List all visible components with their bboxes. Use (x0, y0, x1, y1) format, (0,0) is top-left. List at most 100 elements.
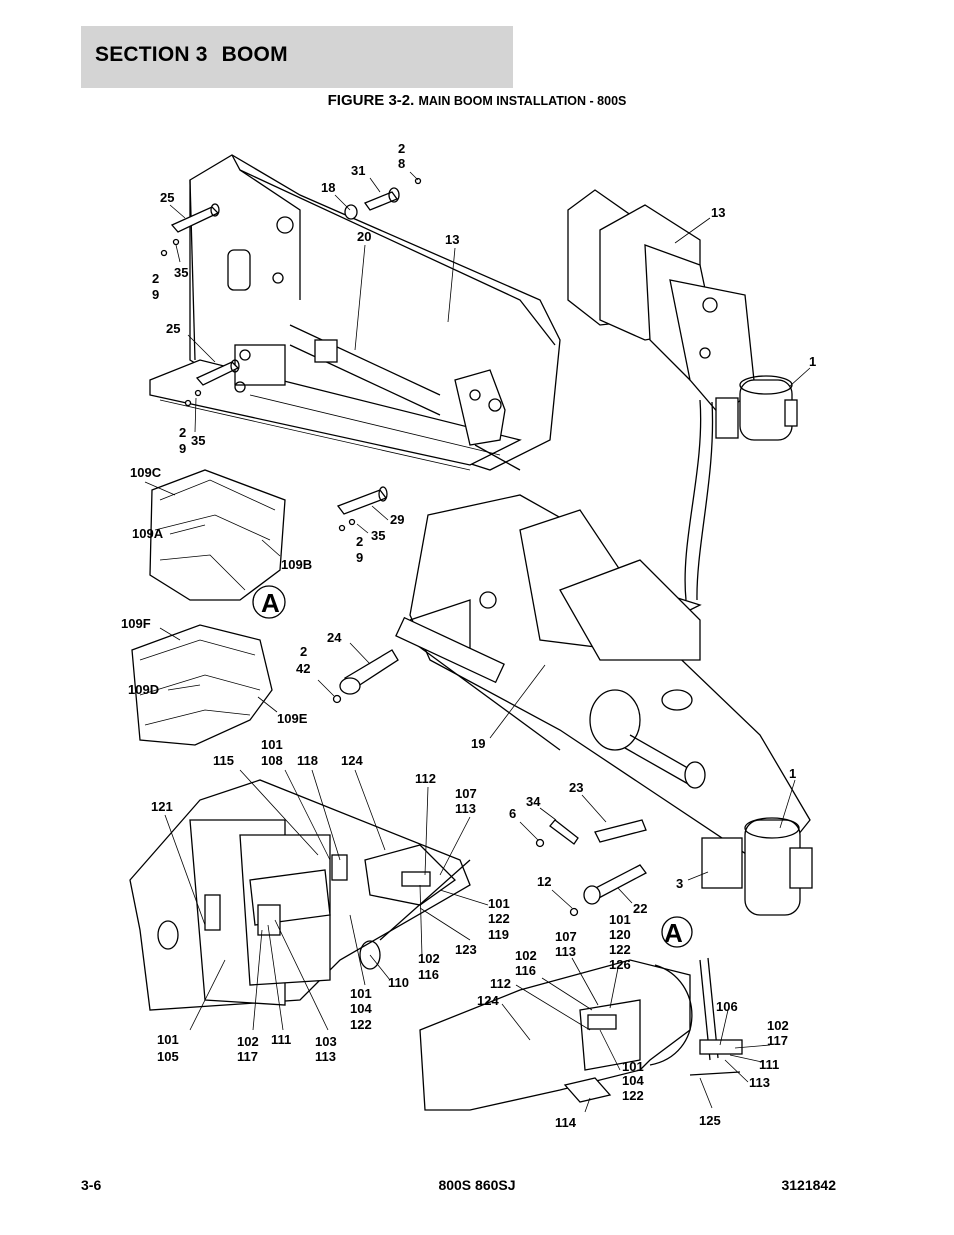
callout: 126 (609, 957, 631, 972)
callout: 122 (488, 911, 510, 926)
callout: 19 (471, 736, 485, 751)
callout: 2 (356, 534, 363, 549)
callout: 121 (151, 799, 173, 814)
model-label: 800S 860SJ (438, 1177, 516, 1193)
callout: 101 (609, 912, 631, 927)
callouts-bottom-left: 115 101 108 118 124 121 112 107 113 101 … (151, 737, 510, 1064)
callout: 109E (277, 711, 308, 726)
callout: 13 (445, 232, 459, 247)
callout: 111 (271, 1032, 291, 1047)
callout: 31 (351, 163, 365, 178)
callout: 35 (191, 433, 205, 448)
callout: 101 (157, 1032, 179, 1047)
callout: 101 (261, 737, 283, 752)
callout: 101 (488, 896, 510, 911)
callout: 113 (555, 944, 576, 959)
callout: 8 (398, 156, 405, 171)
callout: 1 (809, 354, 816, 369)
callout: 114 (555, 1115, 577, 1130)
boom-head-assembly (567, 189, 798, 441)
detail-a-label: A (261, 588, 280, 618)
callout: 102 (767, 1018, 789, 1033)
callout: 1 (789, 766, 796, 781)
callout: 109B (281, 557, 312, 572)
callout: 13 (711, 205, 725, 220)
callout: 101 (350, 986, 372, 1001)
main-boom-section (395, 494, 813, 916)
callout: 34 (526, 794, 541, 809)
callout: 110 (388, 975, 409, 990)
callout: 2 (152, 271, 159, 286)
callout: 12 (537, 874, 551, 889)
callouts-top-right: 13 1 (711, 205, 816, 369)
callouts-top-left: 25 35 2 9 25 2 9 35 18 31 2 8 20 13 (152, 141, 459, 456)
callout: 104 (622, 1073, 644, 1088)
callout: 24 (327, 630, 342, 645)
callout: 25 (160, 190, 174, 205)
callout: 124 (477, 993, 499, 1008)
callout: 115 (213, 753, 234, 768)
callout: 102 (418, 951, 440, 966)
detail-a-marker-1: A (252, 585, 286, 619)
figure-title: FIGURE 3-2. MAIN BOOM INSTALLATION - 800… (0, 92, 954, 109)
callouts-middle: 29 35 2 9 24 2 42 19 1 23 34 6 3 12 22 (296, 512, 796, 916)
section-label: SECTION 3 (95, 43, 208, 66)
callout: 125 (699, 1113, 721, 1128)
detail-a-section: A (419, 916, 743, 1111)
callout: 6 (509, 806, 516, 821)
callout: 112 (490, 976, 511, 991)
callout: 107 (455, 786, 477, 801)
cable-chain-upper (149, 469, 286, 601)
pins-top-left (160, 177, 422, 407)
callout: 104 (350, 1001, 372, 1016)
callout: 113 (455, 801, 476, 816)
figure-caption: MAIN BOOM INSTALLATION - 800S (418, 94, 627, 108)
callout: 35 (174, 265, 188, 280)
callout: 102 (237, 1034, 259, 1049)
callout: 2 (179, 425, 186, 440)
callout: 42 (296, 661, 310, 676)
callout: 120 (609, 927, 631, 942)
callout: 29 (390, 512, 404, 527)
callout: 122 (609, 942, 631, 957)
figure-number: FIGURE 3-2. (327, 92, 415, 109)
callout: 109D (128, 682, 159, 697)
callout: 102 (515, 948, 537, 963)
callout: 123 (455, 942, 477, 957)
callout: 109C (130, 465, 162, 480)
page-number: 3-6 (81, 1177, 102, 1193)
pins-middle (332, 486, 647, 917)
callout: 109F (121, 616, 151, 631)
callout: 20 (357, 229, 371, 244)
callout: 122 (350, 1017, 372, 1032)
cable-chain-lower (131, 624, 273, 746)
callout: 106 (716, 999, 738, 1014)
callout: 23 (569, 780, 583, 795)
callout: 111 (759, 1057, 779, 1072)
callout: 122 (622, 1088, 644, 1103)
callout: 117 (237, 1049, 258, 1064)
detail-a-label-2: A (664, 918, 683, 948)
callout: 119 (488, 927, 509, 942)
boom-underside-left (129, 779, 471, 1011)
callout: 113 (749, 1075, 770, 1090)
callout: 118 (297, 753, 318, 768)
callout: 9 (152, 287, 159, 302)
callout: 116 (418, 967, 439, 982)
callouts-bottom-right: 101 120 122 126 107 113 102 116 112 124 … (477, 912, 789, 1130)
callout: 25 (166, 321, 180, 336)
callout: 35 (371, 528, 385, 543)
callout: 105 (157, 1049, 179, 1064)
callout: 108 (261, 753, 283, 768)
callout: 116 (515, 963, 536, 978)
callout: 109A (132, 526, 164, 541)
callouts-chains: 109C 109A 109B 109F 109D 109E (121, 465, 312, 726)
boom-pivot-assembly (149, 154, 561, 471)
document-number: 3121842 (781, 1177, 836, 1193)
callout: 9 (356, 550, 363, 565)
leader-lines (144, 171, 811, 1113)
callout: 124 (341, 753, 363, 768)
callout: 3 (676, 876, 683, 891)
